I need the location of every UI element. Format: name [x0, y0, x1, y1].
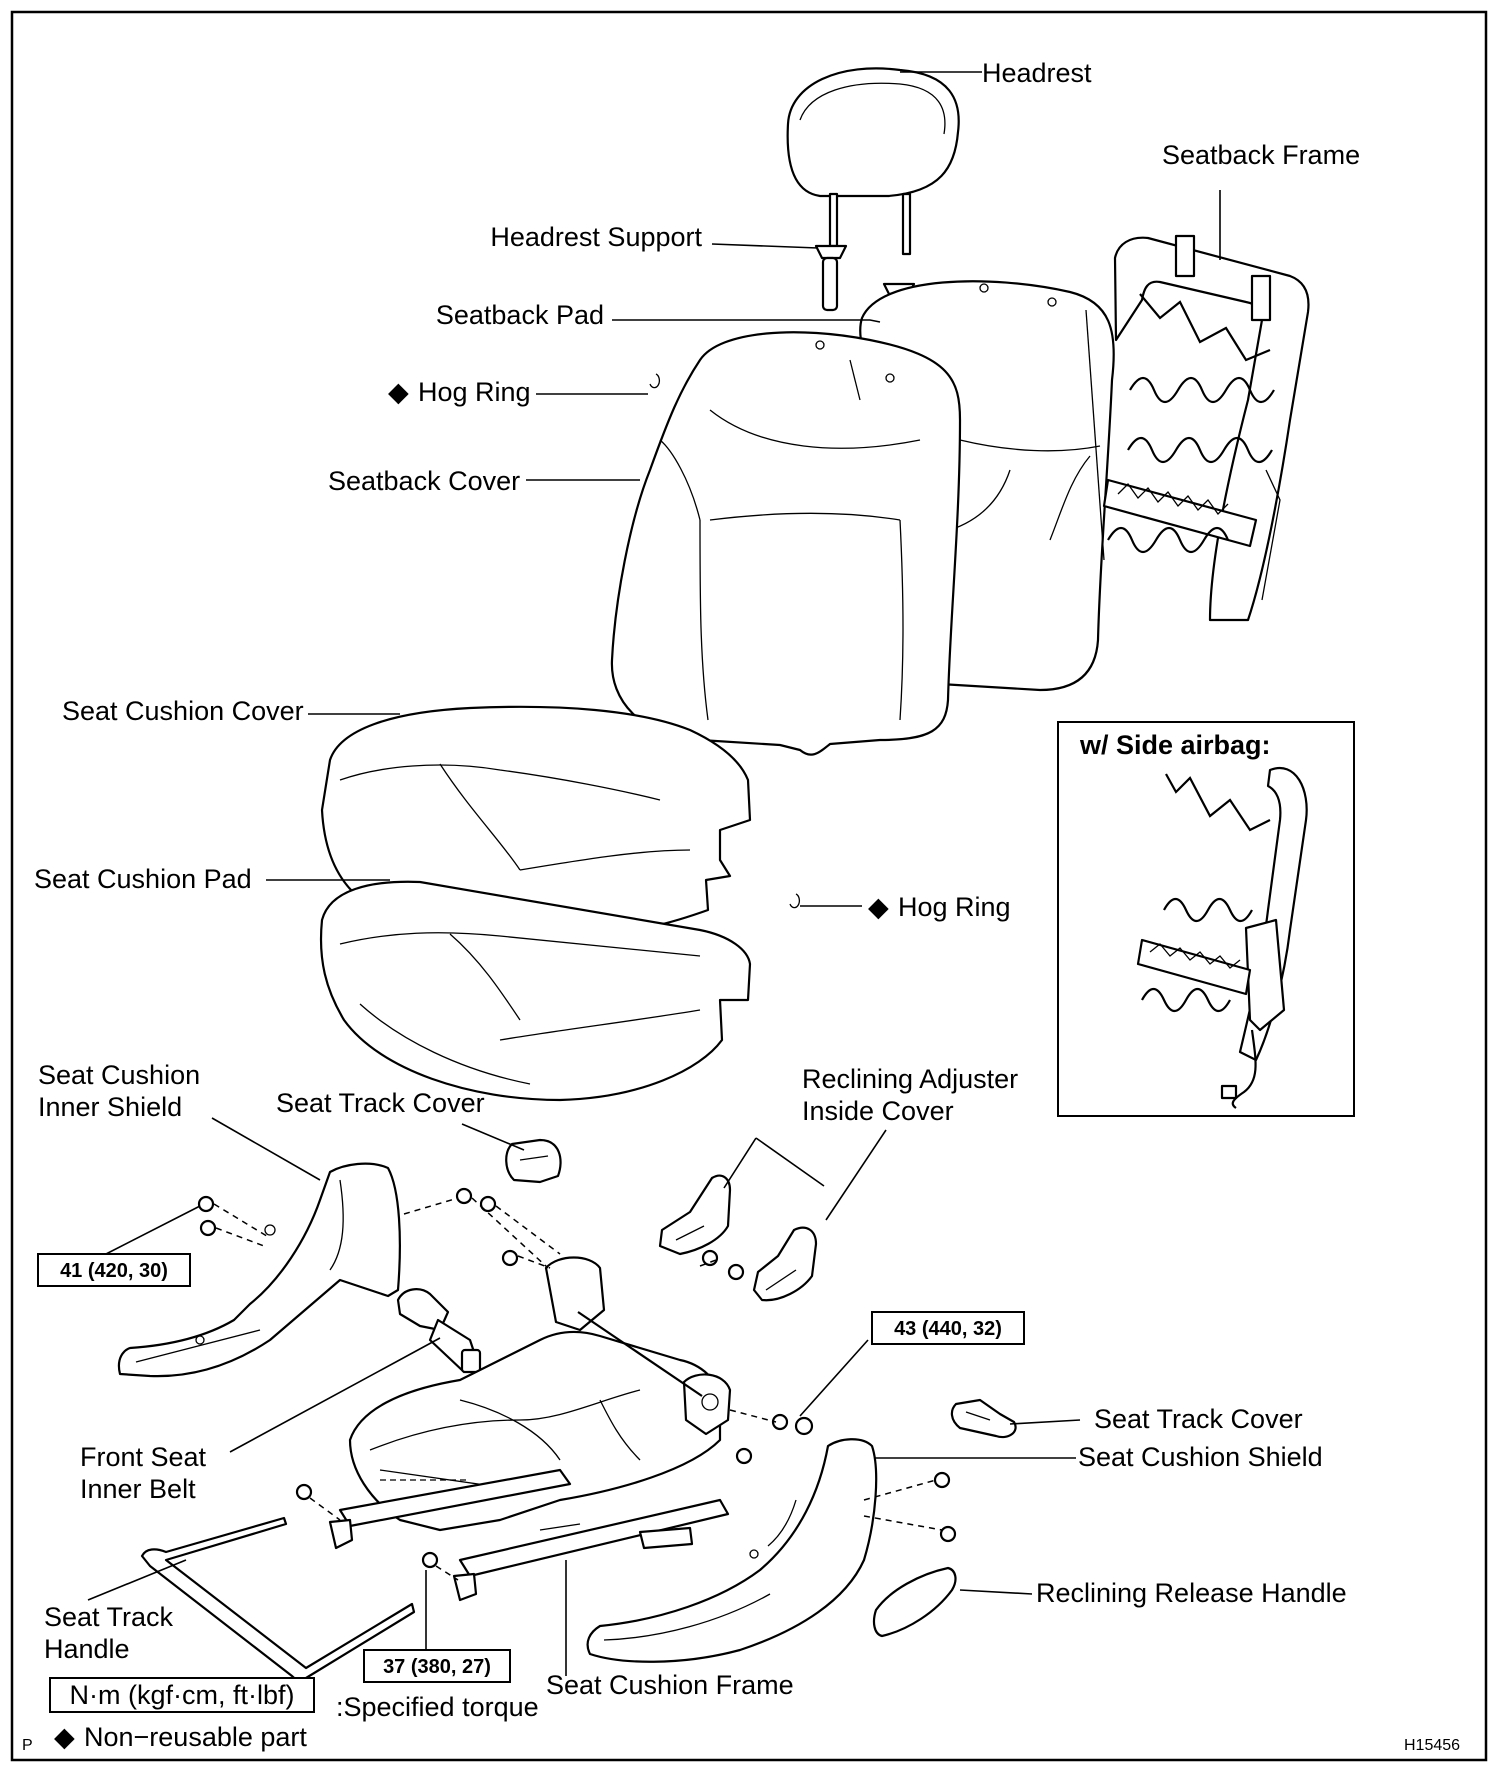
hog-ring-top-part — [649, 373, 661, 389]
seat-cushion-frame-part — [328, 1256, 732, 1602]
legend-specified-torque: :Specified torque — [336, 1692, 539, 1722]
label-hog-ring-mid-symbol: ◆ — [868, 892, 889, 922]
label-side-airbag: w/ Side airbag: — [1079, 730, 1271, 760]
footer-left-mark: P — [22, 1737, 33, 1754]
label-headrest: Headrest — [982, 58, 1092, 88]
label-front-belt-2: Inner Belt — [80, 1474, 196, 1504]
torque-box-1: 41 (420, 30) — [37, 1253, 191, 1287]
label-reclining-release: Reclining Release Handle — [1036, 1578, 1347, 1608]
footer-code: H15456 — [1404, 1737, 1460, 1754]
torque-value-1: 41 (420, 30) — [60, 1260, 168, 1282]
seat-cushion-inner-shield-part — [117, 1162, 401, 1378]
label-seat-cushion-pad: Seat Cushion Pad — [34, 864, 252, 894]
label-seat-cushion-shield: Seat Cushion Shield — [1078, 1442, 1323, 1472]
hog-ring-mid-part — [789, 893, 801, 909]
headrest-part — [786, 67, 960, 256]
label-track-handle-2: Handle — [44, 1634, 130, 1664]
seatback-frame-part — [1085, 234, 1310, 622]
label-seat-cushion-cover: Seat Cushion Cover — [62, 696, 304, 726]
label-hog-ring-top: Hog Ring — [418, 377, 531, 407]
label-inner-shield-1: Seat Cushion — [38, 1060, 200, 1090]
seat-track-cover-right-part — [950, 1398, 1017, 1439]
label-inner-shield-2: Inner Shield — [38, 1092, 182, 1122]
seat-cushion-pad-part — [319, 880, 752, 1102]
torque-value-2: 43 (440, 32) — [894, 1318, 1002, 1340]
install-lines — [213, 1197, 943, 1581]
seat-cushion-shield-part — [586, 1438, 878, 1663]
label-hog-ring-top-symbol: ◆ — [388, 377, 409, 407]
label-reclining-inside-2: Inside Cover — [802, 1096, 954, 1126]
label-seatback-frame: Seatback Frame — [1162, 140, 1360, 170]
legend-units: N·m (kgf·cm, ft·lbf) — [70, 1680, 295, 1710]
seat-track-cover-left-part — [505, 1138, 562, 1184]
label-headrest-support: Headrest Support — [490, 222, 702, 252]
bolts — [197, 1187, 957, 1569]
legend: N·m (kgf·cm, ft·lbf) :Specified torque ◆… — [49, 1677, 539, 1752]
legend-diamond-symbol: ◆ — [54, 1722, 75, 1752]
reclining-release-handle-part — [872, 1566, 957, 1638]
front-seat-inner-belt-part — [396, 1288, 482, 1374]
torque-box-3: 37 (380, 27) — [363, 1649, 511, 1683]
leader-lines — [87, 71, 1221, 1676]
torque-value-3: 37 (380, 27) — [383, 1656, 491, 1678]
label-seat-track-cover-left: Seat Track Cover — [276, 1088, 485, 1118]
label-front-belt-1: Front Seat — [80, 1442, 207, 1472]
torque-box-2: 43 (440, 32) — [871, 1311, 1025, 1345]
label-seatback-cover: Seatback Cover — [328, 466, 520, 496]
label-seat-cushion-frame: Seat Cushion Frame — [546, 1670, 794, 1700]
legend-nonreusable: Non−reusable part — [84, 1722, 307, 1752]
side-airbag-inset — [1057, 721, 1355, 1117]
outer-frame — [10, 10, 1488, 1762]
label-reclining-inside-1: Reclining Adjuster — [802, 1064, 1018, 1094]
label-track-handle-1: Seat Track — [44, 1602, 174, 1632]
label-seatback-pad: Seatback Pad — [436, 300, 604, 330]
label-hog-ring-mid: Hog Ring — [898, 892, 1011, 922]
seatback-cover-part — [610, 331, 962, 756]
seat-cushion-cover-part — [320, 705, 752, 940]
reclining-inside-cover-part — [658, 1174, 818, 1302]
label-seat-track-cover-right: Seat Track Cover — [1094, 1404, 1303, 1434]
